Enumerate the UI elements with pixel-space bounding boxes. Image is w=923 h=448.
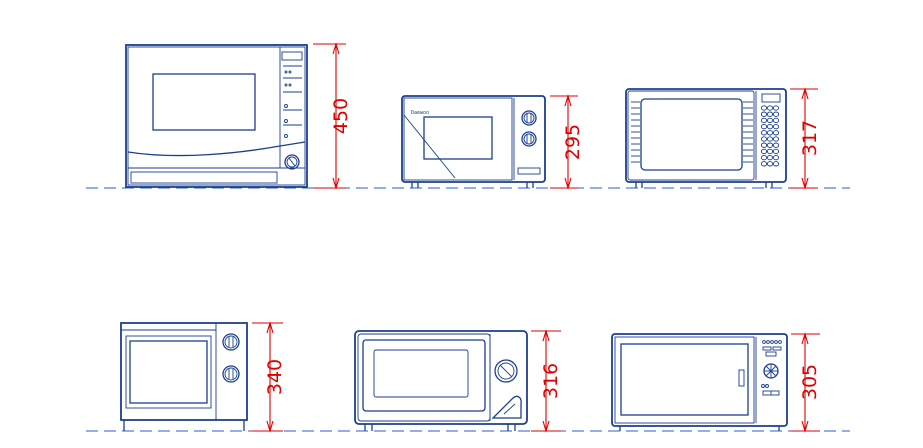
vent-slots (631, 101, 753, 163)
dimension-label-2: 295 (562, 124, 584, 160)
brand-label: Daewoo (411, 110, 429, 116)
keypad-button (760, 123, 768, 130)
keypad-button (766, 148, 774, 155)
keypad-button (772, 111, 780, 117)
keypad-button (766, 161, 774, 167)
keypad-button (766, 130, 774, 136)
keypad-buttons (760, 105, 780, 167)
microwave-3 (625, 88, 787, 188)
dimension-5: 316 (531, 329, 562, 433)
keypad-button (766, 154, 774, 161)
keypad-button (772, 123, 780, 130)
microwave-2: Daewoo (401, 95, 546, 188)
dimension-label-1: 450 (330, 98, 352, 134)
keypad-button (766, 136, 774, 142)
keypad-button (760, 105, 768, 111)
keypad-button (766, 111, 774, 117)
keypad-button (772, 148, 780, 155)
keypad-button (760, 148, 768, 155)
dimension-6: 305 (791, 332, 821, 433)
keypad-button (760, 111, 768, 117)
keypad-button (760, 136, 768, 142)
microwave-5 (354, 330, 528, 431)
keypad-button (760, 154, 768, 161)
microwave-6 (611, 333, 788, 431)
dimension-label-3: 317 (799, 120, 821, 156)
keypad-button (760, 130, 768, 136)
keypad-button (766, 123, 774, 130)
dimension-4: 340 (252, 321, 286, 433)
keypad-button (766, 117, 774, 124)
dimension-label-5: 316 (540, 363, 562, 399)
keypad-button (772, 142, 780, 148)
keypad-button (772, 136, 780, 142)
keypad-button (760, 117, 768, 124)
keypad-button (772, 154, 780, 161)
dimension-3: 317 (790, 87, 821, 190)
keypad-button (766, 105, 774, 111)
dimension-label-6: 305 (799, 364, 821, 400)
keypad-button (772, 161, 780, 167)
keypad-button (760, 142, 768, 148)
keypad-button (766, 142, 774, 148)
keypad-button (760, 161, 768, 167)
dimension-2: 295 (550, 94, 584, 190)
microwave-4 (120, 322, 248, 431)
oven-1 (125, 44, 308, 188)
dimension-1: 450 (313, 42, 352, 190)
keypad-button (772, 105, 780, 111)
keypad-button (772, 130, 780, 136)
keypad-button (772, 117, 780, 124)
dimension-label-4: 340 (264, 359, 286, 395)
